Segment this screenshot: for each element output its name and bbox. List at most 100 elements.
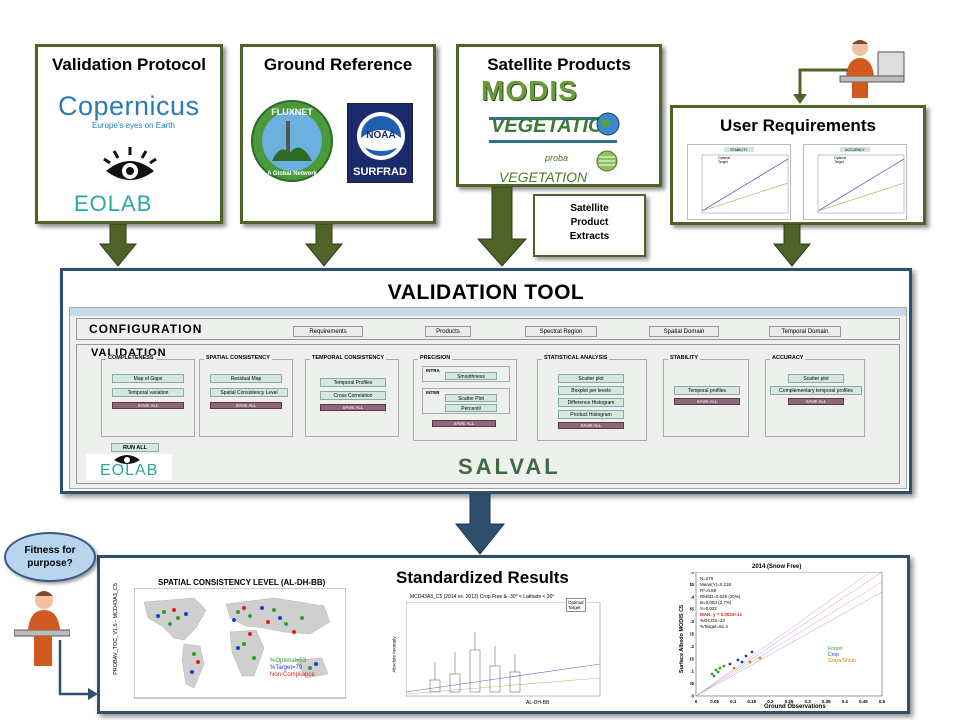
probav-globe-icon bbox=[596, 150, 618, 172]
boxplot-area: AL-DH-BB bbox=[406, 602, 601, 706]
user-figure-icon bbox=[839, 40, 905, 98]
scatter-xtick-label: 0 bbox=[695, 699, 698, 704]
accuracy-scatter-plot-button[interactable]: Scatter plot bbox=[788, 374, 844, 383]
stat-scatter-plot-button[interactable]: Scatter plot bbox=[558, 374, 624, 383]
products-button[interactable]: Products bbox=[425, 326, 471, 337]
scatter-ytick-label: 0 bbox=[691, 694, 694, 699]
difference-histogram-button[interactable]: Difference Histogram bbox=[558, 398, 624, 407]
satellite-products-box: Satellite Products MODIS VEGETATION prob… bbox=[456, 44, 662, 187]
noaa-surfrad-logo: NOAA SURFRAD bbox=[347, 103, 413, 183]
temporal-profiles-button[interactable]: Temporal Profiles bbox=[320, 378, 386, 387]
statistical-analysis-title: STATISTICAL ANALYSIS bbox=[542, 355, 610, 361]
satellite-products-title: Satellite Products bbox=[487, 55, 631, 74]
stability-temporal-profiles-button[interactable]: Temporal profiles bbox=[674, 386, 740, 395]
fluxnet-label: FLUXNET bbox=[271, 107, 313, 117]
accuracy-plot-title: ACCURACY bbox=[845, 148, 865, 152]
stability-requirement-plot: STABILITY Optimal Target bbox=[687, 144, 791, 220]
boxplot-per-levels-button[interactable]: Boxplot per levels bbox=[558, 386, 624, 395]
scatter-legend-grass: Grass/Shrub bbox=[828, 658, 857, 664]
scatter-ytick-label: 0.3 bbox=[690, 619, 694, 624]
statistical-save-all-button[interactable]: SAVE ALL bbox=[558, 422, 624, 429]
completeness-title: COMPLETENESS bbox=[106, 355, 156, 361]
product-histogram-button[interactable]: Product Histogram bbox=[558, 410, 624, 419]
temporal-variation-button[interactable]: Temporal variation bbox=[112, 388, 184, 397]
user-figure-bottom-icon bbox=[14, 591, 70, 666]
salval-eolab-label: EOLAB bbox=[100, 462, 159, 479]
accuracy-save-all-button[interactable]: SAVE ALL bbox=[788, 398, 844, 405]
spatial-consistency-title: SPATIAL CONSISTENCY bbox=[204, 355, 272, 361]
percentil-button[interactable]: Percentil bbox=[445, 404, 497, 412]
scatter-title: 2014 (Snow Free) bbox=[752, 564, 802, 570]
precision-inter-box: INTER Scatter Plot Percentil bbox=[422, 388, 510, 414]
statistical-analysis-group: STATISTICAL ANALYSIS Scatter plot Boxplo… bbox=[537, 355, 647, 441]
vegetation-logo: VEGETATION bbox=[491, 115, 619, 137]
scatter-stats: N=276 Mean(Y)=0.126 R²=0.89 RMSD=0.025 (… bbox=[700, 576, 742, 630]
scatter-ytick-label: 0.2 bbox=[690, 644, 694, 649]
boxplot-legend-optimal: Optimal bbox=[568, 600, 584, 605]
run-all-button[interactable]: RUN ALL bbox=[111, 443, 159, 452]
scatter-xtick-label: 0.35 bbox=[822, 699, 831, 704]
albedo-scatter-plot: 2014 (Snow Free) Surface Albedo MODIS C5… bbox=[678, 564, 894, 714]
scatter-legend-forest: Forest bbox=[828, 646, 843, 652]
world-map-plot bbox=[134, 588, 346, 699]
scatter-stat-mar: MAR: y = 0.0024+1x bbox=[700, 612, 743, 617]
modis-logo: MODIS bbox=[481, 75, 578, 106]
requirements-down-arrow bbox=[772, 224, 812, 267]
complementary-temporal-profiles-button[interactable]: Complementary temporal profiles bbox=[770, 386, 862, 395]
stability-save-all-button[interactable]: SAVE ALL bbox=[674, 398, 740, 405]
completeness-save-all-button[interactable]: SAVE ALL bbox=[112, 402, 184, 409]
note-line-3: Extracts bbox=[569, 231, 610, 242]
scatter-stat-rmsd: RMSD=0.025 (20%) bbox=[700, 594, 741, 599]
eolab-small-eye-icon bbox=[114, 455, 140, 464]
salval-eolab-logo: EOLAB bbox=[86, 454, 172, 480]
precision-scatter-plot-button[interactable]: Scatter Plot bbox=[445, 394, 497, 402]
salval-brand: SALVAL bbox=[458, 454, 561, 479]
scatter-ylabel: Surface Albedo MODIS C5 bbox=[679, 604, 686, 674]
scatter-ytick-label: 0.15 bbox=[690, 656, 694, 661]
stability-plot-title: STABILITY bbox=[730, 148, 748, 152]
scatter-ytick-label: 0.35 bbox=[690, 607, 694, 612]
fluxnet-logo: FLUXNET A Global Network bbox=[251, 100, 333, 182]
accuracy-title: ACCURACY bbox=[770, 355, 806, 361]
spatial-consistency-level-button[interactable]: Spatial Consistency Level bbox=[210, 388, 288, 397]
requirements-button[interactable]: Requirements bbox=[293, 326, 363, 337]
scatter-stat-n: N=276 bbox=[700, 576, 714, 581]
scatter-xtick-label: 0.05 bbox=[710, 699, 719, 704]
precision-save-all-button[interactable]: SAVE ALL bbox=[432, 420, 496, 427]
scatter-xtick-label: 0.4 bbox=[842, 699, 849, 704]
boxplot-ylabel: Absolute Anomaly bbox=[391, 636, 397, 673]
salval-app-window: CONFIGURATION Requirements Products Spec… bbox=[69, 307, 907, 489]
scatter-xtick-label: 0.1 bbox=[730, 699, 737, 704]
probav-label: VEGETATION bbox=[499, 169, 588, 185]
residual-map-button[interactable]: Residual Map bbox=[210, 374, 282, 383]
scatter-stat-gcos: %GCOS=23 bbox=[700, 618, 725, 623]
temporal-consistency-title: TEMPORAL CONSISTENCY bbox=[310, 355, 387, 361]
eolab-eye-icon bbox=[103, 147, 157, 180]
scatter-legend-crop: Crop bbox=[828, 652, 839, 658]
cross-correlation-button[interactable]: Cross Correlation bbox=[320, 391, 386, 400]
protocol-down-arrow bbox=[98, 224, 138, 267]
scatter-xtick-label: 0.15 bbox=[747, 699, 756, 704]
accuracy-legend-optimal: Optimal bbox=[834, 156, 846, 160]
precision-group: PRECISION INTRA Smoothness INTER Scatter… bbox=[413, 355, 517, 441]
note-line-2: Product bbox=[570, 217, 609, 228]
temporal-save-all-button[interactable]: SAVE ALL bbox=[320, 404, 386, 411]
scatter-ytick-label: 0.1 bbox=[690, 669, 694, 674]
scatter-ytick-label: 0.05 bbox=[690, 681, 694, 686]
map-of-gaps-button[interactable]: Map of Gaps bbox=[112, 374, 184, 383]
map-legend-optimal: %Optimal=53 bbox=[270, 658, 307, 664]
spatial-domain-button[interactable]: Spatial Domain bbox=[649, 326, 719, 337]
configuration-title: CONFIGURATION bbox=[89, 322, 203, 336]
products-down-arrow bbox=[476, 187, 528, 267]
map-legend: %Optimal=53 %Target=79 Non-Compliance bbox=[270, 658, 315, 679]
app-titlebar bbox=[70, 308, 906, 316]
validation-protocol-title: Validation Protocol bbox=[52, 55, 206, 74]
spectral-region-button[interactable]: Spectral Region bbox=[525, 326, 597, 337]
boxplot-legend: Optimal Target bbox=[566, 598, 586, 612]
smoothness-button[interactable]: Smoothness bbox=[445, 372, 497, 380]
stability-group: STABILITY Temporal profiles SAVE ALL bbox=[663, 355, 749, 437]
temporal-domain-button[interactable]: Temporal Domain bbox=[769, 326, 841, 337]
vegetation-logo-bar bbox=[489, 117, 617, 143]
spatial-save-all-button[interactable]: SAVE ALL bbox=[210, 402, 282, 409]
